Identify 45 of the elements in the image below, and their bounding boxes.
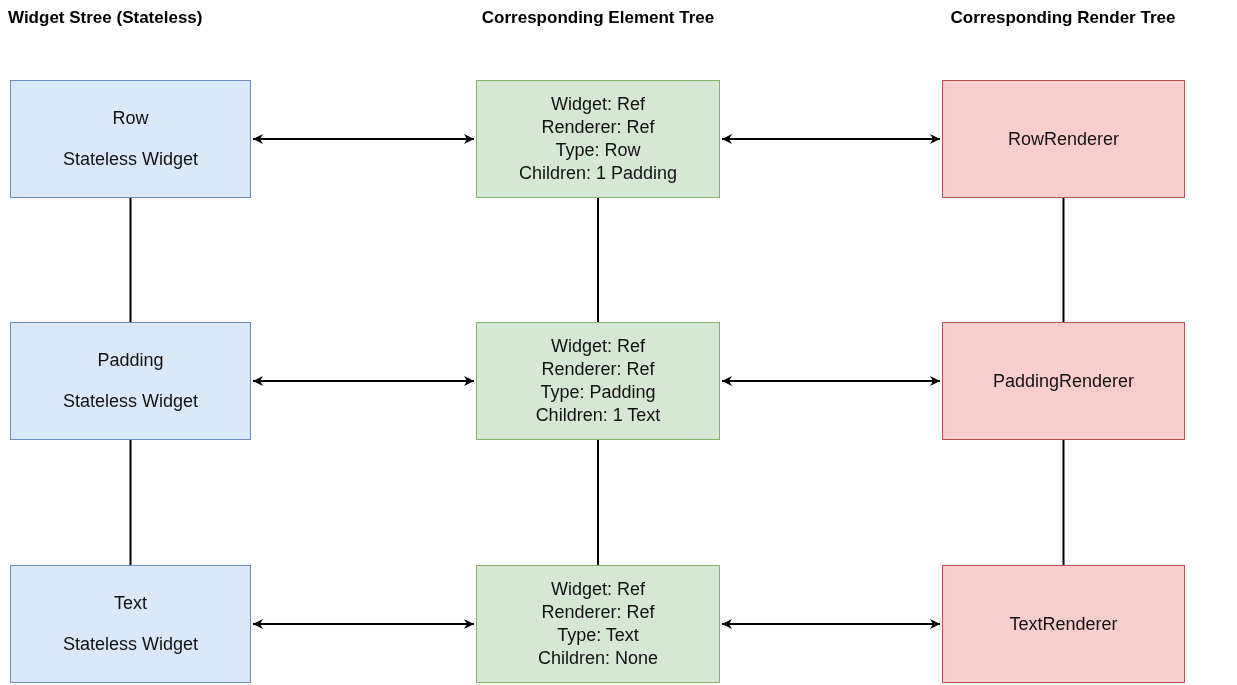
connector-line xyxy=(1062,197,1065,323)
field-text: Children: 1 Padding xyxy=(518,162,678,185)
connector-line xyxy=(1062,439,1065,566)
field-text: Renderer: Ref xyxy=(541,116,655,139)
element-box xyxy=(476,80,720,198)
node-label: Text xyxy=(114,593,147,615)
node-label: RowRenderer xyxy=(1007,128,1120,150)
element-box xyxy=(476,565,720,683)
double-arrow xyxy=(252,376,475,386)
widget-box xyxy=(10,565,251,683)
double-arrow xyxy=(721,376,941,386)
widget-box xyxy=(10,80,251,198)
double-arrow xyxy=(721,619,941,629)
renderer-box xyxy=(942,565,1185,683)
widget-box xyxy=(10,322,251,440)
node-label: Padding xyxy=(97,350,164,372)
column-heading: Corresponding Element Tree xyxy=(481,8,715,28)
double-arrow xyxy=(252,134,475,144)
node-label: Row xyxy=(112,108,149,130)
field-text: Type: Padding xyxy=(540,381,656,404)
renderer-box xyxy=(942,322,1185,440)
node-label: PaddingRenderer xyxy=(992,370,1135,392)
node-label: Stateless Widget xyxy=(62,390,199,412)
connector-line xyxy=(597,197,599,323)
connector-line xyxy=(129,439,132,566)
column-heading: Widget Stree (Stateless) xyxy=(8,8,203,28)
node-label: Stateless Widget xyxy=(62,148,199,170)
node-label: TextRenderer xyxy=(1009,613,1118,635)
connector-line xyxy=(597,439,599,566)
node-label: Stateless Widget xyxy=(62,633,199,655)
connector-line xyxy=(129,197,132,323)
field-text: Children: None xyxy=(537,647,659,670)
field-text: Widget: Ref xyxy=(550,578,645,601)
field-text: Widget: Ref xyxy=(550,93,645,116)
field-text: Renderer: Ref xyxy=(541,358,655,381)
double-arrow xyxy=(721,134,941,144)
element-box xyxy=(476,322,720,440)
renderer-box xyxy=(942,80,1185,198)
field-text: Widget: Ref xyxy=(550,335,645,358)
double-arrow xyxy=(252,619,475,629)
field-text: Type: Text xyxy=(557,624,639,647)
field-text: Children: 1 Text xyxy=(535,404,661,427)
field-text: Type: Row xyxy=(555,139,641,162)
field-text: Renderer: Ref xyxy=(541,601,655,624)
column-heading: Corresponding Render Tree xyxy=(950,8,1176,28)
